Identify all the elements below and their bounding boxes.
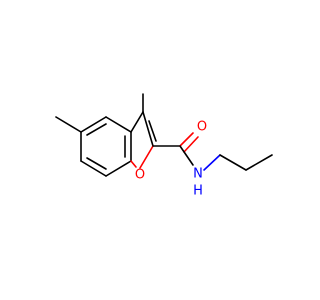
bond-c3a-c4 [105, 116, 132, 133]
bond-o1-c7a [130, 160, 137, 168]
bond-c7-c7a [105, 160, 132, 177]
bond-c3a-c3 [130, 111, 144, 133]
carbonyl-oxygen-label: O [197, 120, 207, 135]
double-bond-c3-c2 [148, 120, 157, 142]
benzene-ring [80, 116, 132, 177]
molecule-structure: O O N H [55, 93, 273, 199]
bond-c5-methyl [55, 116, 82, 133]
double-bond-c4-c5 [86, 123, 107, 136]
furan-ring [130, 111, 157, 169]
bond-n-propyl [203, 154, 221, 171]
bond-c3-c2 [142, 111, 154, 147]
molecule-canvas: O O N H [55, 93, 273, 199]
bond-c6-c7 [80, 160, 107, 177]
bond-carbonyl-n [179, 145, 194, 166]
bond-propyl-c2-c3 [245, 154, 273, 171]
bond-propyl-c1-c2 [219, 154, 247, 171]
bond-c4-c5 [80, 116, 107, 133]
double-bond-carbonyl-o [183, 136, 199, 153]
amide-hydrogen-label: H [193, 184, 203, 199]
ring-oxygen-label: O [135, 168, 145, 183]
double-bond-c6-c7 [86, 157, 107, 170]
amide-nitrogen-label: N [193, 167, 203, 182]
bond-c2-o1 [139, 145, 154, 169]
bond-carbonyl-o [179, 132, 194, 147]
